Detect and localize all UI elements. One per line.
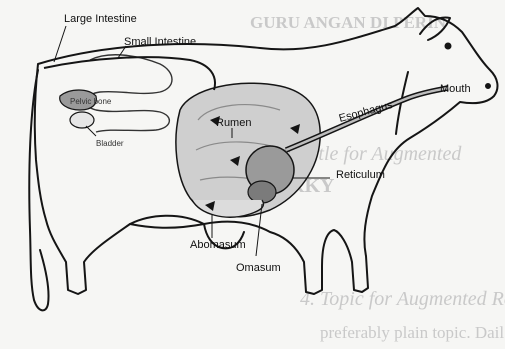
cow-nostril (486, 84, 490, 88)
bladder-organ (70, 112, 94, 128)
label-mouth: Mouth (440, 83, 471, 95)
cow-eye (446, 44, 451, 49)
bg-text-line-1: GURU ANGAN DI PERIN (250, 13, 447, 32)
label-abomasum: Abomasum (190, 239, 246, 251)
omasum-organ (248, 181, 276, 203)
label-rumen: Rumen (216, 117, 251, 129)
label-large-intestine: Large Intestine (64, 13, 137, 25)
cow-belly-line (130, 216, 204, 224)
label-pelvic-bone: Pelvic bone (70, 97, 112, 106)
leader-bladder (86, 126, 96, 136)
large-intestine-tube (44, 57, 215, 90)
label-esophagus: Esophagus (338, 99, 395, 125)
bg-text-line-4: 4. Topic for Augmented Real (300, 288, 505, 310)
label-small-intestine: Small Intestine (124, 36, 196, 48)
small-intestine-coils (86, 55, 172, 132)
label-reticulum: Reticulum (336, 169, 385, 181)
digestive-organs (44, 55, 448, 217)
label-omasum: Omasum (236, 262, 281, 274)
label-bladder: Bladder (96, 139, 124, 148)
bg-text-line-5: preferably plain topic. Dail (320, 323, 504, 342)
